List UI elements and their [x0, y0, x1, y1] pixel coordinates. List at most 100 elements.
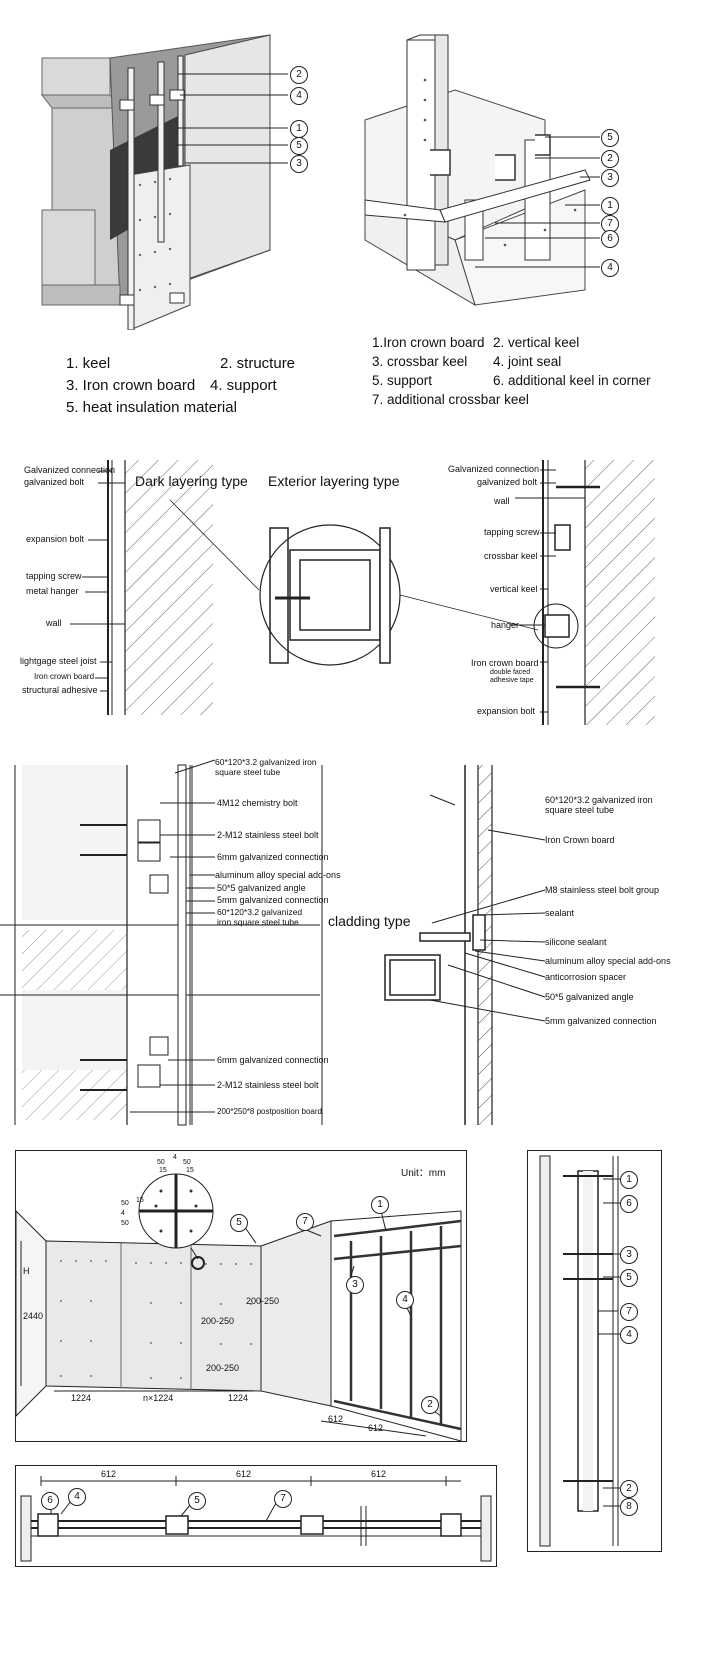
- dim-label: 200-250: [206, 1363, 240, 1373]
- dim-2440: 2440: [23, 1311, 44, 1321]
- callout-3: 3: [290, 155, 308, 173]
- callout-2: 2: [620, 1480, 638, 1498]
- label-lightgage-steel-joist: lightgage steel joist: [20, 656, 97, 666]
- callout-5: 5: [188, 1492, 206, 1510]
- callout-2: 2: [421, 1396, 439, 1414]
- keel-structure-drawing: [40, 34, 288, 330]
- label-galvanized-connection: Galvanized connection: [24, 465, 116, 475]
- label-iron-crown-board: Iron crown board: [471, 658, 539, 668]
- callout-7: 7: [274, 1490, 292, 1508]
- dim-label: 4: [121, 1210, 125, 1217]
- callout-7: 7: [620, 1303, 638, 1321]
- callout-1: 1: [290, 120, 308, 138]
- label-double-faced-tape: double faced adhesive tape: [490, 669, 534, 684]
- panel-cladding-sections: 60*120*3.2 galvanized iron square steel …: [0, 755, 720, 1130]
- label-wall: wall: [494, 496, 510, 506]
- dim-label: 15: [186, 1167, 194, 1174]
- legend-panel2: 1.Iron crown board 2. vertical keel 3. c…: [345, 335, 720, 420]
- label-silicone-sealant: silicone sealant: [545, 937, 607, 947]
- callout-8: 8: [620, 1498, 638, 1516]
- legend-item: 2. structure: [220, 355, 296, 372]
- callout-1: 1: [620, 1171, 638, 1189]
- callout-3: 3: [620, 1246, 638, 1264]
- label-galvanized-bolt: galvanized bolt: [24, 477, 85, 487]
- dim-label: 200-250: [246, 1296, 280, 1306]
- label-square-steel-tube: 60*120*3.2 galvanized iron square steel …: [545, 795, 653, 815]
- legend-panel1: 1. keel 2. structure 3. Iron crown board…: [0, 355, 340, 425]
- corner-keel-drawing: [364, 34, 600, 307]
- label-postposition-board: 200*250*8 postposition board: [217, 1107, 322, 1116]
- callout-4: 4: [68, 1488, 86, 1506]
- callout-6: 6: [620, 1195, 638, 1213]
- callout-6: 6: [41, 1492, 59, 1510]
- label-iron-crown-board: Iron Crown board: [545, 835, 615, 845]
- label-alloy-addons: aluminum alloy special add-ons: [545, 956, 671, 966]
- dim-label: 612: [328, 1414, 344, 1424]
- label-wall: wall: [46, 618, 62, 628]
- callout-5: 5: [601, 129, 619, 147]
- callout-5: 5: [620, 1269, 638, 1287]
- layering-section-drawing: [70, 460, 655, 725]
- label-structural-adhesive: structural adhesive: [22, 685, 98, 695]
- legend-item: 5. heat insulation material: [66, 399, 237, 416]
- label-stainless-bolt: 2-M12 stainless steel bolt: [217, 830, 319, 840]
- dim-label: 15: [159, 1167, 167, 1174]
- label-square-steel-tube: 60*120*3.2 galvanized iron square steel …: [217, 907, 303, 927]
- label-crossbar-keel: crossbar keel: [484, 551, 538, 561]
- legend-item: 2. vertical keel: [493, 335, 580, 350]
- legend-item: 1.Iron crown board: [372, 335, 485, 350]
- vertical-section-drawing: [539, 1155, 620, 1547]
- dim-label: 50: [183, 1159, 191, 1166]
- panel-layering-sections: Galvanized connection galvanized bolt ex…: [0, 440, 720, 740]
- legend-item: 3. crossbar keel: [372, 354, 468, 369]
- label-hanger: hanger: [491, 620, 520, 630]
- label-stainless-bolt: 2-M12 stainless steel bolt: [217, 1080, 319, 1090]
- label-square-steel-tube: 60*120*3.2 galvanized iron square steel …: [215, 757, 317, 777]
- legend-item: 3. Iron crown board: [66, 377, 196, 394]
- callout-5: 5: [290, 137, 308, 155]
- label-6mm-connection: 6mm galvanized connection: [217, 852, 329, 862]
- label-galvanized-bolt: galvanized bolt: [477, 477, 538, 487]
- label-5mm-connection: 5mm galvanized connection: [545, 1016, 657, 1026]
- dim-label: 1224: [228, 1393, 249, 1403]
- label-chemistry-bolt: 4M12 chemistry bolt: [217, 798, 298, 808]
- label-5mm-connection: 5mm galvanized connection: [217, 895, 329, 905]
- legend-item: 4. joint seal: [493, 354, 562, 369]
- callout-7: 7: [296, 1213, 314, 1231]
- callout-2: 2: [290, 66, 308, 84]
- label-anticorrosion-spacer: anticorrosion spacer: [545, 972, 627, 982]
- label-expansion-bolt: expansion bolt: [26, 534, 85, 544]
- label-expansion-bolt: expansion bolt: [477, 706, 536, 716]
- horizontal-section-drawing: [20, 1476, 492, 1562]
- callout-6: 6: [601, 230, 619, 248]
- label-6mm-connection: 6mm galvanized connection: [217, 1055, 329, 1065]
- legend-item: 4. support: [210, 377, 277, 394]
- label-sealant: sealant: [545, 908, 575, 918]
- dim-label: 50: [121, 1220, 129, 1227]
- callout-3: 3: [346, 1276, 364, 1294]
- callout-2: 2: [601, 150, 619, 168]
- callout-1: 1: [601, 197, 619, 215]
- dim-label: 612: [236, 1469, 252, 1479]
- callout-5: 5: [230, 1214, 248, 1232]
- label-alloy-addons: aluminum alloy special add-ons: [215, 870, 341, 880]
- dim-label: 50: [121, 1200, 129, 1207]
- dim-label: 4: [173, 1154, 177, 1161]
- label-tapping-screw: tapping screw: [26, 571, 82, 581]
- dim-label: 50: [157, 1159, 165, 1166]
- label-galvanized-angle: 50*5 galvanized angle: [217, 883, 306, 893]
- callout-4: 4: [290, 87, 308, 105]
- panel-vertical-section: 1 6 3 5 7 4 2 8: [527, 1150, 662, 1552]
- label-iron-crown-board: Iron crown board: [34, 672, 95, 681]
- label-tapping-screw: tapping screw: [484, 527, 540, 537]
- dim-label: n×1224: [143, 1393, 174, 1403]
- callout-4: 4: [620, 1326, 638, 1344]
- callout-4: 4: [601, 259, 619, 277]
- panel-wall-elevation: Unit：mm 50 4 50 15 15 50 15 4 50 H 2440 …: [15, 1150, 467, 1442]
- dim-label: 612: [368, 1423, 384, 1433]
- panel-keel-structure-3d: 2 4 1 5 3 1. keel 2. structure 3. Iron c…: [0, 0, 340, 430]
- title-cladding-type: cladding type: [328, 913, 411, 929]
- legend-item: 6. additional keel in corner: [493, 373, 651, 388]
- dim-label: 1224: [71, 1393, 92, 1403]
- dim-label: 612: [371, 1469, 387, 1479]
